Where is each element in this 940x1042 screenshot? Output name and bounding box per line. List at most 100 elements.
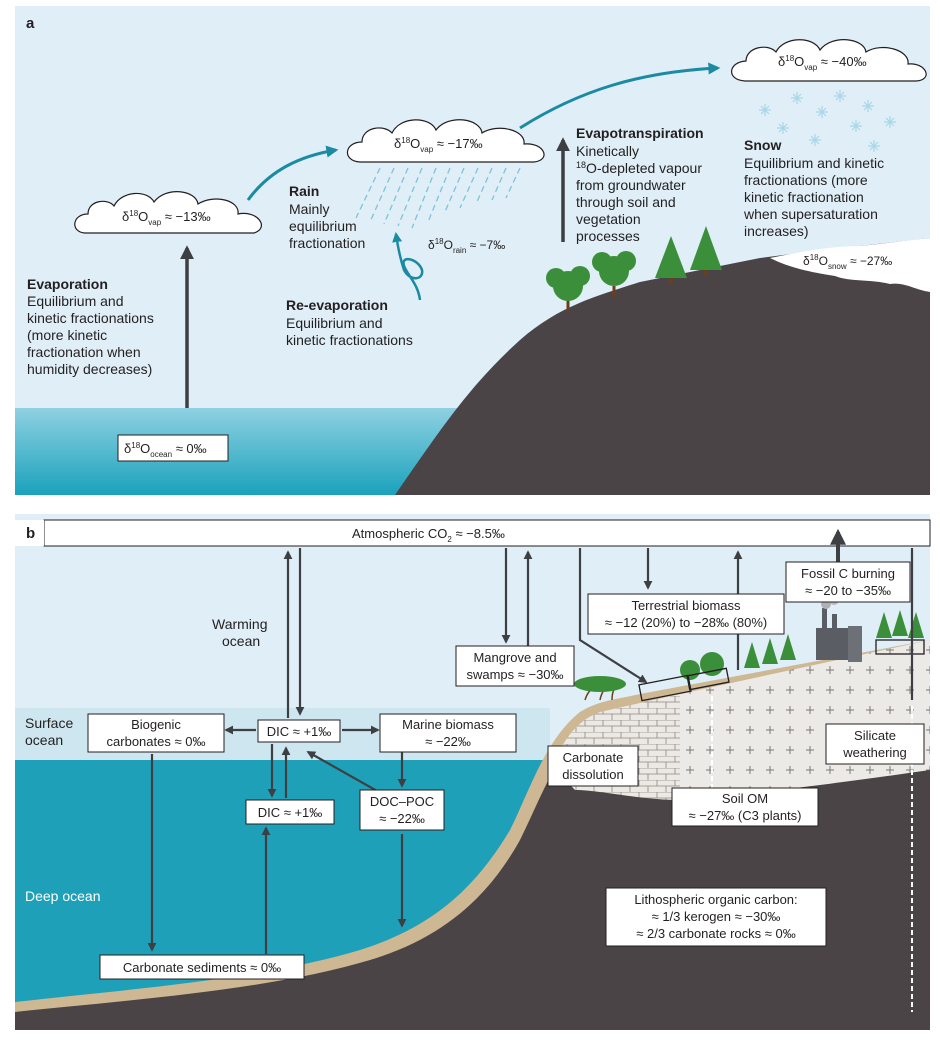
soil-outline-box: [686, 667, 730, 691]
svg-text:Equilibrium and kinetic: Equilibrium and kinetic: [744, 155, 884, 171]
evaporation-label: Evaporation Equilibrium and kinetic frac…: [27, 276, 154, 377]
terrestrial-biomass-line2: ≈ −12 (20%) to −28‰ (80%): [605, 615, 768, 630]
svg-text:processes: processes: [576, 228, 640, 244]
svg-text:Snow: Snow: [744, 137, 781, 153]
carbonate-dissolution-line1: Carbonate: [563, 750, 624, 765]
cloud-rain: [346, 119, 545, 163]
soil-om-box: [671, 787, 819, 827]
lithospheric-box: [605, 887, 827, 947]
terrestrial-biomass-box: [587, 593, 785, 635]
svg-text:fractionation when: fractionation when: [27, 344, 141, 360]
vapour-transport-arrow-1: [246, 145, 339, 201]
svg-text:ocean: ocean: [222, 633, 260, 649]
svg-text:Mainly: Mainly: [289, 201, 329, 217]
panel-a-land: [395, 238, 930, 495]
silicate-weathering-box: [825, 723, 925, 765]
svg-text:increases): increases): [744, 223, 809, 239]
cloud-ocean-value: δ18Ovap ≈ −13‰: [122, 209, 211, 227]
doc-poc-line1: DOC–POC: [370, 794, 434, 809]
svg-text:Surface: Surface: [25, 715, 73, 731]
panel-b-label-bg: [15, 520, 44, 546]
doc-poc-box: [359, 789, 445, 831]
panel-b-label: b: [26, 525, 35, 542]
svg-text:through soil and: through soil and: [576, 194, 676, 210]
svg-text:equilibrium: equilibrium: [289, 218, 357, 234]
warming-ocean-label: Warming ocean: [212, 616, 268, 649]
svg-text:vegetation: vegetation: [576, 211, 641, 227]
snow-value: δ18Osnow ≈ −27‰: [803, 253, 892, 271]
svg-text:Kinetically: Kinetically: [576, 143, 639, 159]
panel-a: a: [15, 6, 930, 495]
svg-text:when supersaturation: when supersaturation: [743, 206, 878, 222]
panel-a-label: a: [26, 15, 35, 32]
svg-text:kinetic fractionations: kinetic fractionations: [27, 310, 154, 326]
carbonate-dissolution-box: [547, 745, 639, 787]
cloud-ocean: [74, 191, 262, 234]
surface-ocean-label: Surface ocean: [25, 715, 73, 748]
fossil-line2: ≈ −20 to −35‰: [805, 583, 891, 598]
marine-biomass-line2: ≈ −22‰: [425, 734, 471, 749]
snow-label: Snow Equilibrium and kinetic fractionati…: [743, 137, 884, 239]
carbonate-outline-box: [638, 674, 692, 702]
evapotranspiration-label: Evapotranspiration Kinetically 18O-deple…: [576, 125, 704, 244]
silicate-outline-box: [875, 639, 925, 655]
fossil-burning-box: [785, 561, 911, 603]
svg-text:Warming: Warming: [212, 616, 268, 632]
carbonate-sediments-box: [99, 954, 305, 980]
cloud-rain-value: δ18Ovap ≈ −17‰: [394, 136, 483, 154]
ocean-value: δ18Oocean ≈ 0‰: [124, 441, 207, 459]
svg-text:Equilibrium and: Equilibrium and: [27, 293, 124, 309]
silicate-weathering-line2: weathering: [842, 745, 907, 760]
carbonate-sediments-label: Carbonate sediments ≈ 0‰: [123, 960, 281, 975]
deciduous-trees: [546, 251, 636, 312]
dic-deep-box: [245, 799, 335, 825]
svg-text:Equilibrium and: Equilibrium and: [286, 315, 383, 331]
biogenic-carbonates-line1: Biogenic: [131, 717, 181, 732]
svg-text:Evaporation: Evaporation: [27, 276, 108, 292]
svg-text:kinetic fractionations: kinetic fractionations: [286, 332, 413, 348]
atmospheric-co2-box: [43, 519, 931, 547]
svg-text:from groundwater: from groundwater: [576, 177, 686, 193]
rain-streaks: [355, 167, 521, 229]
mangrove-line2: swamps ≈ −30‰: [466, 667, 563, 682]
carbonate-dissolution-line2: dissolution: [562, 767, 623, 782]
lithospheric-line3: ≈ 2/3 carbonate rocks ≈ 0‰: [636, 926, 796, 941]
atmospheric-co2-label: Atmospheric CO2 ≈ −8.5‰: [352, 526, 505, 544]
conifer-trees: [655, 226, 722, 284]
biogenic-carbonates-line2: carbonates ≈ 0‰: [107, 734, 206, 749]
factory-icon: [816, 594, 862, 662]
snowflakes: [759, 90, 896, 152]
lithospheric-line2: ≈ 1/3 kerogen ≈ −30‰: [652, 909, 781, 924]
svg-text:humidity decreases): humidity decreases): [27, 361, 152, 377]
lithospheric-line1: Lithospheric organic carbon:: [634, 892, 797, 907]
dic-surface-label: DIC ≈ +1‰: [267, 724, 332, 739]
panel-b: Atmospheric CO2 ≈ −8.5‰ b: [15, 514, 931, 1030]
reevaporation-label: Re-evaporation Equilibrium and kinetic f…: [286, 297, 413, 348]
marine-biomass-line1: Marine biomass: [402, 717, 494, 732]
svg-text:18O-depleted vapour: 18O-depleted vapour: [576, 160, 702, 176]
cloud-snow: [731, 39, 927, 82]
fossil-line1: Fossil C burning: [801, 566, 895, 581]
panel-b-arrows: [147, 548, 914, 954]
svg-text:ocean: ocean: [25, 732, 63, 748]
terrestrial-biomass-line1: Terrestrial biomass: [631, 598, 741, 613]
svg-text:Evapotranspiration: Evapotranspiration: [576, 125, 704, 141]
marine-biomass-box: [379, 713, 517, 753]
silicate-weathering-line1: Silicate: [854, 728, 896, 743]
svg-text:Re-evaporation: Re-evaporation: [286, 297, 388, 313]
doc-poc-line2: ≈ −22‰: [379, 811, 425, 826]
dic-surface-box: [257, 719, 341, 743]
biogenic-carbonates-box: [87, 713, 225, 753]
soil-om-line1: Soil OM: [722, 791, 768, 806]
mangrove-trees: [574, 676, 626, 701]
reevaporation-loop: [392, 232, 424, 301]
svg-text:Rain: Rain: [289, 183, 319, 199]
snow-cap: [770, 238, 930, 292]
deep-ocean-label: Deep ocean: [25, 888, 101, 904]
svg-text:fractionation: fractionation: [289, 235, 365, 251]
rain-label: Rain Mainly equilibrium fractionation: [289, 183, 365, 251]
dic-deep-label: DIC ≈ +1‰: [258, 805, 323, 820]
svg-text:kinetic fractionation: kinetic fractionation: [744, 189, 864, 205]
soil-om-line2: ≈ −27‰ (C3 plants): [689, 808, 802, 823]
